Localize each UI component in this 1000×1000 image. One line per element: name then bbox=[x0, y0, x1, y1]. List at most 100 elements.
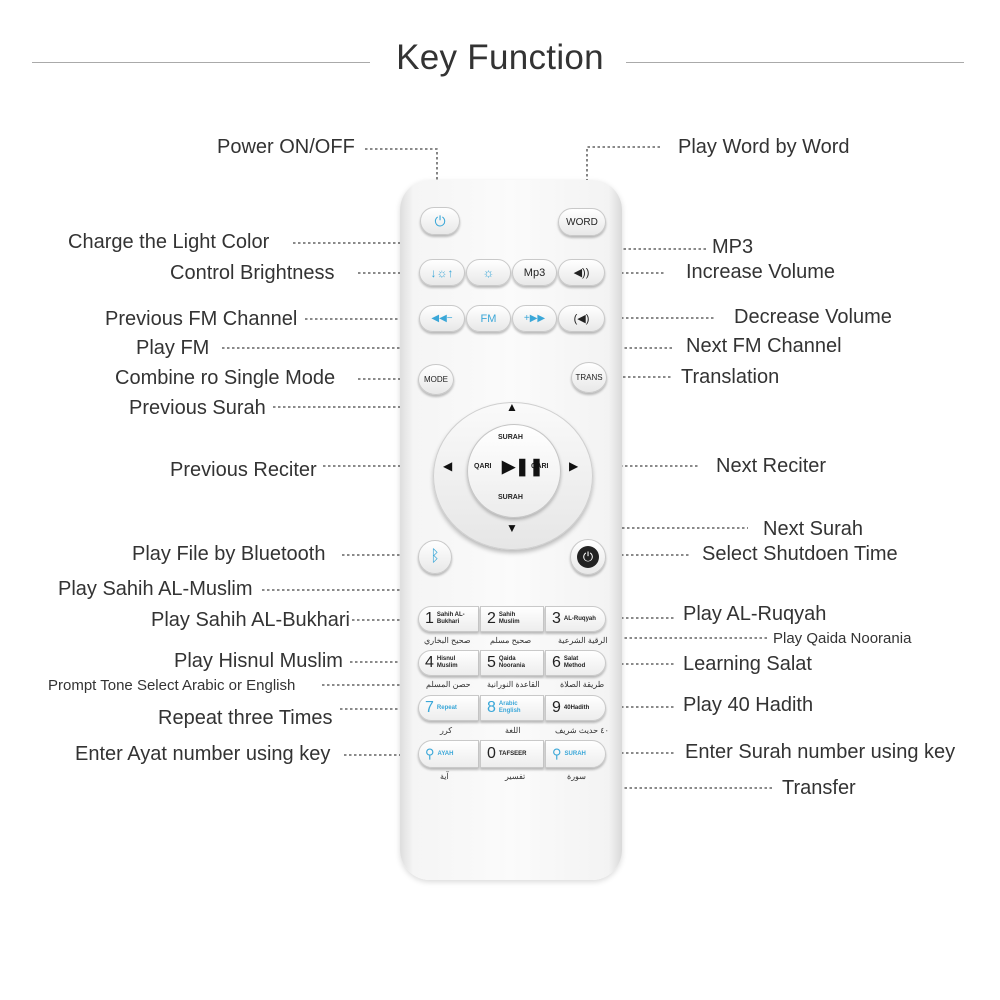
tafseer-arabic: تفسير bbox=[505, 772, 526, 781]
label-surah-num: Enter Surah number using key bbox=[685, 741, 956, 763]
key-0-sub: TAFSEER bbox=[498, 750, 527, 757]
label-play-fm: Play FM bbox=[136, 337, 210, 359]
prev-fm-icon: ◀◀− bbox=[431, 313, 453, 324]
prev-fm-button[interactable]: ◀◀− bbox=[419, 305, 465, 332]
key-6-num: 6 bbox=[552, 654, 561, 671]
key-1-arabic: صحيح البخاري bbox=[424, 636, 471, 645]
surah-key-label: SURAH bbox=[564, 750, 586, 757]
word-button[interactable]: WORD bbox=[558, 208, 606, 236]
key-7-num: 7 bbox=[425, 699, 434, 716]
up-arrow-icon[interactable]: ▲ bbox=[506, 400, 518, 414]
volume-down-button[interactable]: (◀) bbox=[558, 305, 605, 332]
label-transfer: Transfer bbox=[782, 777, 856, 799]
key-7-sub: Repeat bbox=[436, 704, 457, 711]
key-4-sub: Hisnul Muslim bbox=[436, 656, 458, 669]
label-combine-mode: Combine ro Single Mode bbox=[115, 367, 336, 389]
label-prev-surah: Previous Surah bbox=[129, 397, 266, 419]
down-arrow-icon[interactable]: ▼ bbox=[506, 521, 518, 535]
key-5-num: 5 bbox=[487, 654, 496, 671]
label-mp3: MP3 bbox=[712, 236, 754, 258]
label-sahih-bukhari: Play Sahih AL-Bukhari bbox=[151, 609, 351, 631]
key-0-num: 0 bbox=[487, 745, 496, 762]
label-prev-fm: Previous FM Channel bbox=[105, 308, 298, 330]
label-prev-reciter: Previous Reciter bbox=[170, 459, 317, 481]
key-5-sub: Qaida Noorania bbox=[498, 656, 525, 669]
volume-down-icon: (◀) bbox=[573, 313, 590, 325]
bluetooth-button[interactable]: ᛒ bbox=[418, 540, 452, 574]
magnifier-icon: ⚲ bbox=[425, 746, 435, 761]
fm-button[interactable]: FM bbox=[466, 305, 511, 332]
label-next-fm: Next FM Channel bbox=[686, 335, 842, 357]
fm-button-label: FM bbox=[480, 312, 497, 325]
label-dec-vol: Decrease Volume bbox=[734, 306, 892, 328]
key-3-sub: AL-Ruqyah bbox=[563, 615, 596, 622]
ayah-key[interactable]: ⚲AYAH bbox=[418, 740, 479, 768]
shutdown-icon: ⏻ bbox=[577, 546, 599, 568]
label-prompt-tone: Prompt Tone Select Arabic or English bbox=[48, 677, 296, 694]
key-1-num: 1 bbox=[425, 610, 434, 627]
right-arrow-icon[interactable]: ▶ bbox=[569, 459, 579, 473]
surah-top-label: SURAH bbox=[498, 434, 523, 441]
power-button[interactable]: ⏻ bbox=[420, 207, 460, 235]
trans-button-label: TRANS bbox=[575, 373, 603, 382]
surah-key[interactable]: ⚲SURAH bbox=[545, 740, 606, 768]
left-arrow-icon[interactable]: ◀ bbox=[443, 459, 453, 473]
key-3-num: 3 bbox=[552, 610, 561, 627]
mode-button[interactable]: MODE bbox=[418, 364, 454, 395]
key-1-sub: Sahih AL-Bukhari bbox=[436, 612, 465, 625]
label-hisnul: Play Hisnul Muslim bbox=[174, 650, 343, 672]
ayah-key-label: AYAH bbox=[437, 750, 454, 757]
light-color-button[interactable]: ☼ bbox=[466, 259, 511, 286]
bluetooth-icon: ᛒ bbox=[430, 548, 440, 565]
key-9-sub: 40Hadith bbox=[563, 704, 590, 711]
magnifier-icon: ⚲ bbox=[552, 746, 562, 761]
key-4-num: 4 bbox=[425, 654, 434, 671]
label-charge-light: Charge the Light Color bbox=[68, 231, 270, 253]
label-next-surah: Next Surah bbox=[763, 518, 864, 540]
qari-left-label: QARI bbox=[474, 463, 492, 470]
label-power: Power ON/OFF bbox=[217, 136, 355, 158]
key-9-num: 9 bbox=[552, 699, 561, 716]
key-2-sub: Sahih Muslim bbox=[498, 612, 520, 625]
title-rule-left bbox=[32, 62, 370, 63]
brightness-button[interactable]: ↓☼↑ bbox=[419, 259, 465, 286]
key-2-num: 2 bbox=[487, 610, 496, 627]
key-6-arabic: طريقة الصلاة bbox=[560, 680, 605, 689]
next-fm-button[interactable]: +▶▶ bbox=[512, 305, 557, 332]
label-qaida: Play Qaida Noorania bbox=[773, 630, 912, 647]
key-8-arabic: اللغة bbox=[505, 726, 521, 735]
title-rule-right bbox=[626, 62, 964, 63]
trans-button[interactable]: TRANS bbox=[571, 362, 607, 393]
label-bluetooth: Play File by Bluetooth bbox=[132, 543, 326, 565]
label-ruqyah: Play AL-Ruqyah bbox=[683, 603, 827, 625]
word-button-label: WORD bbox=[566, 216, 598, 228]
volume-up-button[interactable]: ◀)) bbox=[558, 259, 605, 286]
mp3-button[interactable]: Mp3 bbox=[512, 259, 557, 286]
label-next-reciter: Next Reciter bbox=[716, 455, 827, 477]
label-salat: Learning Salat bbox=[683, 653, 812, 675]
mp3-button-label: Mp3 bbox=[523, 266, 546, 279]
play-pause-icon: ▶❚❚ bbox=[502, 457, 544, 476]
key-8-num: 8 bbox=[487, 699, 496, 716]
play-pause-button[interactable] bbox=[467, 424, 561, 518]
label-ayat: Enter Ayat number using key bbox=[75, 743, 331, 765]
volume-up-icon: ◀)) bbox=[573, 267, 590, 279]
surah-arabic: سورة bbox=[567, 772, 586, 781]
label-sahih-muslim: Play Sahih AL-Muslim bbox=[58, 578, 253, 600]
mode-button-label: MODE bbox=[424, 375, 448, 384]
key-7-arabic: كرر bbox=[440, 726, 453, 735]
shutdown-timer-button[interactable]: ⏻ bbox=[570, 539, 606, 575]
key-3-arabic: الرقية الشرعية bbox=[558, 636, 608, 645]
label-repeat: Repeat three Times bbox=[158, 707, 333, 729]
label-control-brightness: Control Brightness bbox=[170, 262, 335, 284]
